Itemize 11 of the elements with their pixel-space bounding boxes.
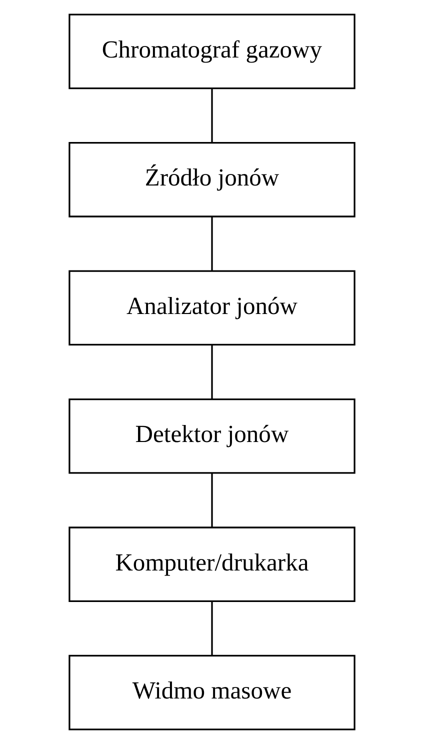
connector xyxy=(211,344,213,400)
node-box: Źródło jonów xyxy=(68,142,356,218)
connector xyxy=(211,473,213,528)
connector xyxy=(211,88,213,143)
node-box: Detektor jonów xyxy=(68,398,356,474)
connector xyxy=(211,601,213,656)
node-box: Komputer/drukarka xyxy=(68,526,356,602)
connector xyxy=(211,216,213,271)
node-box: Analizator jonów xyxy=(68,270,356,346)
node-box: Chromatograf gazowy xyxy=(68,14,356,90)
node-box: Widmo masowe xyxy=(68,654,356,730)
